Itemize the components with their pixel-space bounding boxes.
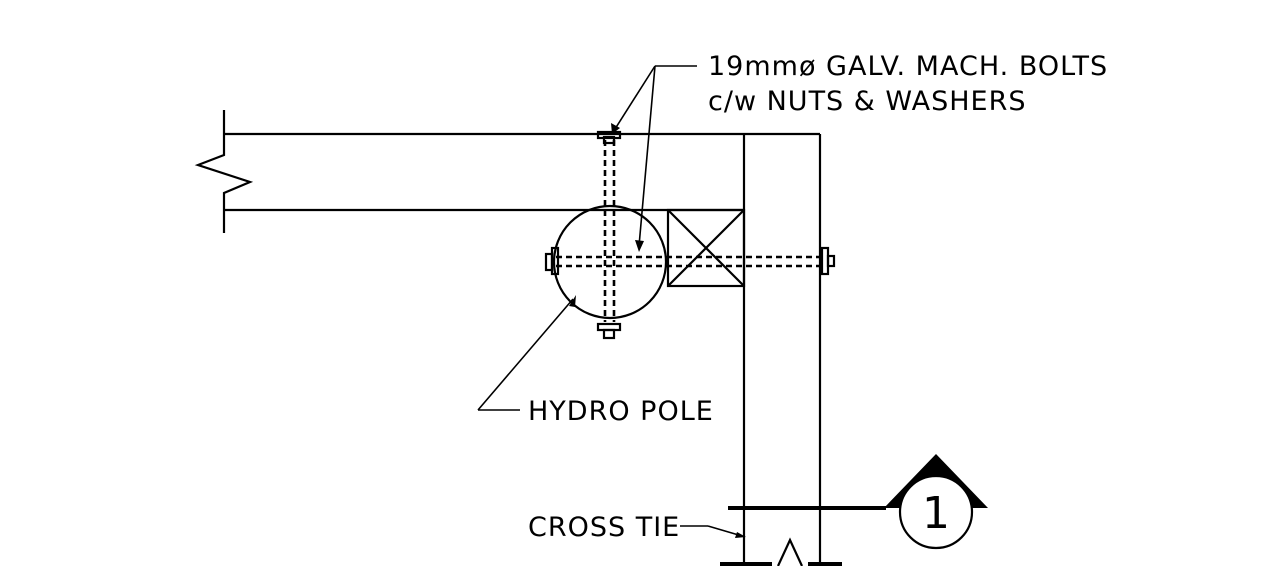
cross-tie-detail	[720, 506, 886, 566]
hydro-pole-circle	[552, 204, 668, 320]
horizontal-beam	[224, 132, 820, 212]
vertical-member	[742, 134, 822, 566]
blocking-block	[666, 208, 746, 288]
bolts-leader	[611, 65, 697, 252]
bolts-note-line1: 19mmø GALV. MACH. BOLTS	[708, 51, 1108, 82]
section-marker: 1	[884, 454, 988, 550]
bolts-note-line2: c/w NUTS & WASHERS	[708, 86, 1027, 117]
vertical-bolt	[596, 130, 622, 340]
cross-tie-label: CROSS TIE	[528, 512, 680, 543]
cross-tie-leader	[680, 525, 746, 538]
hydro-pole-label: HYDRO POLE	[528, 396, 714, 427]
horizontal-bolt	[544, 246, 836, 276]
hydro-pole-leader	[477, 295, 576, 411]
section-marker-number: 1	[922, 488, 950, 539]
break-line-symbol	[194, 110, 254, 233]
